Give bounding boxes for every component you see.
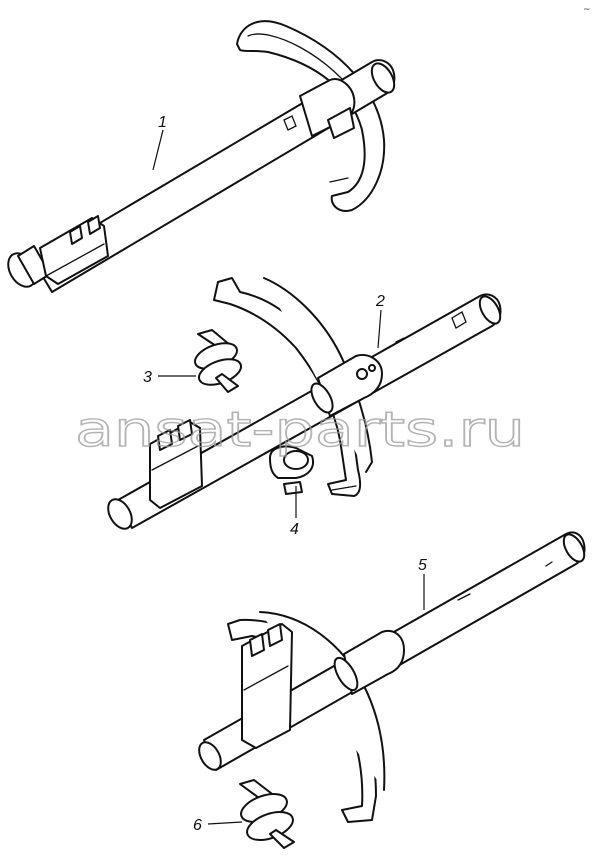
callout-5: 5 <box>418 557 427 610</box>
shift-rod-2 <box>117 293 502 529</box>
part-3-interlock-pin <box>193 329 243 393</box>
callout-label-3: 3 <box>143 369 152 386</box>
corner-mark: ~ <box>583 5 591 15</box>
shift-rod-1 <box>33 59 396 293</box>
part-6-interlock-pin <box>239 779 295 849</box>
assembly-shift-rail-3 <box>198 531 586 823</box>
callout-4: 4 <box>290 486 299 538</box>
callout-label-5: 5 <box>418 557 427 574</box>
rod-end-2 <box>107 498 133 530</box>
callout-label-2: 2 <box>375 293 385 310</box>
callout-3: 3 <box>143 369 196 386</box>
callout-2: 2 <box>375 293 385 349</box>
part-4-lock-plate <box>269 445 314 495</box>
shift-fork-1 <box>236 20 386 212</box>
callout-label-4: 4 <box>290 521 299 538</box>
watermark-text: ansat-parts.ru <box>75 402 525 458</box>
callout-label-1: 1 <box>158 114 167 131</box>
callout-6: 6 <box>193 817 243 834</box>
rod-end-3 <box>198 741 222 771</box>
assembly-shift-rail-1 <box>7 20 396 293</box>
fork-hub-3 <box>343 630 405 695</box>
callout-label-6: 6 <box>193 817 202 834</box>
assembly-shift-rail-2 <box>107 277 502 530</box>
callout-1: 1 <box>152 114 167 171</box>
